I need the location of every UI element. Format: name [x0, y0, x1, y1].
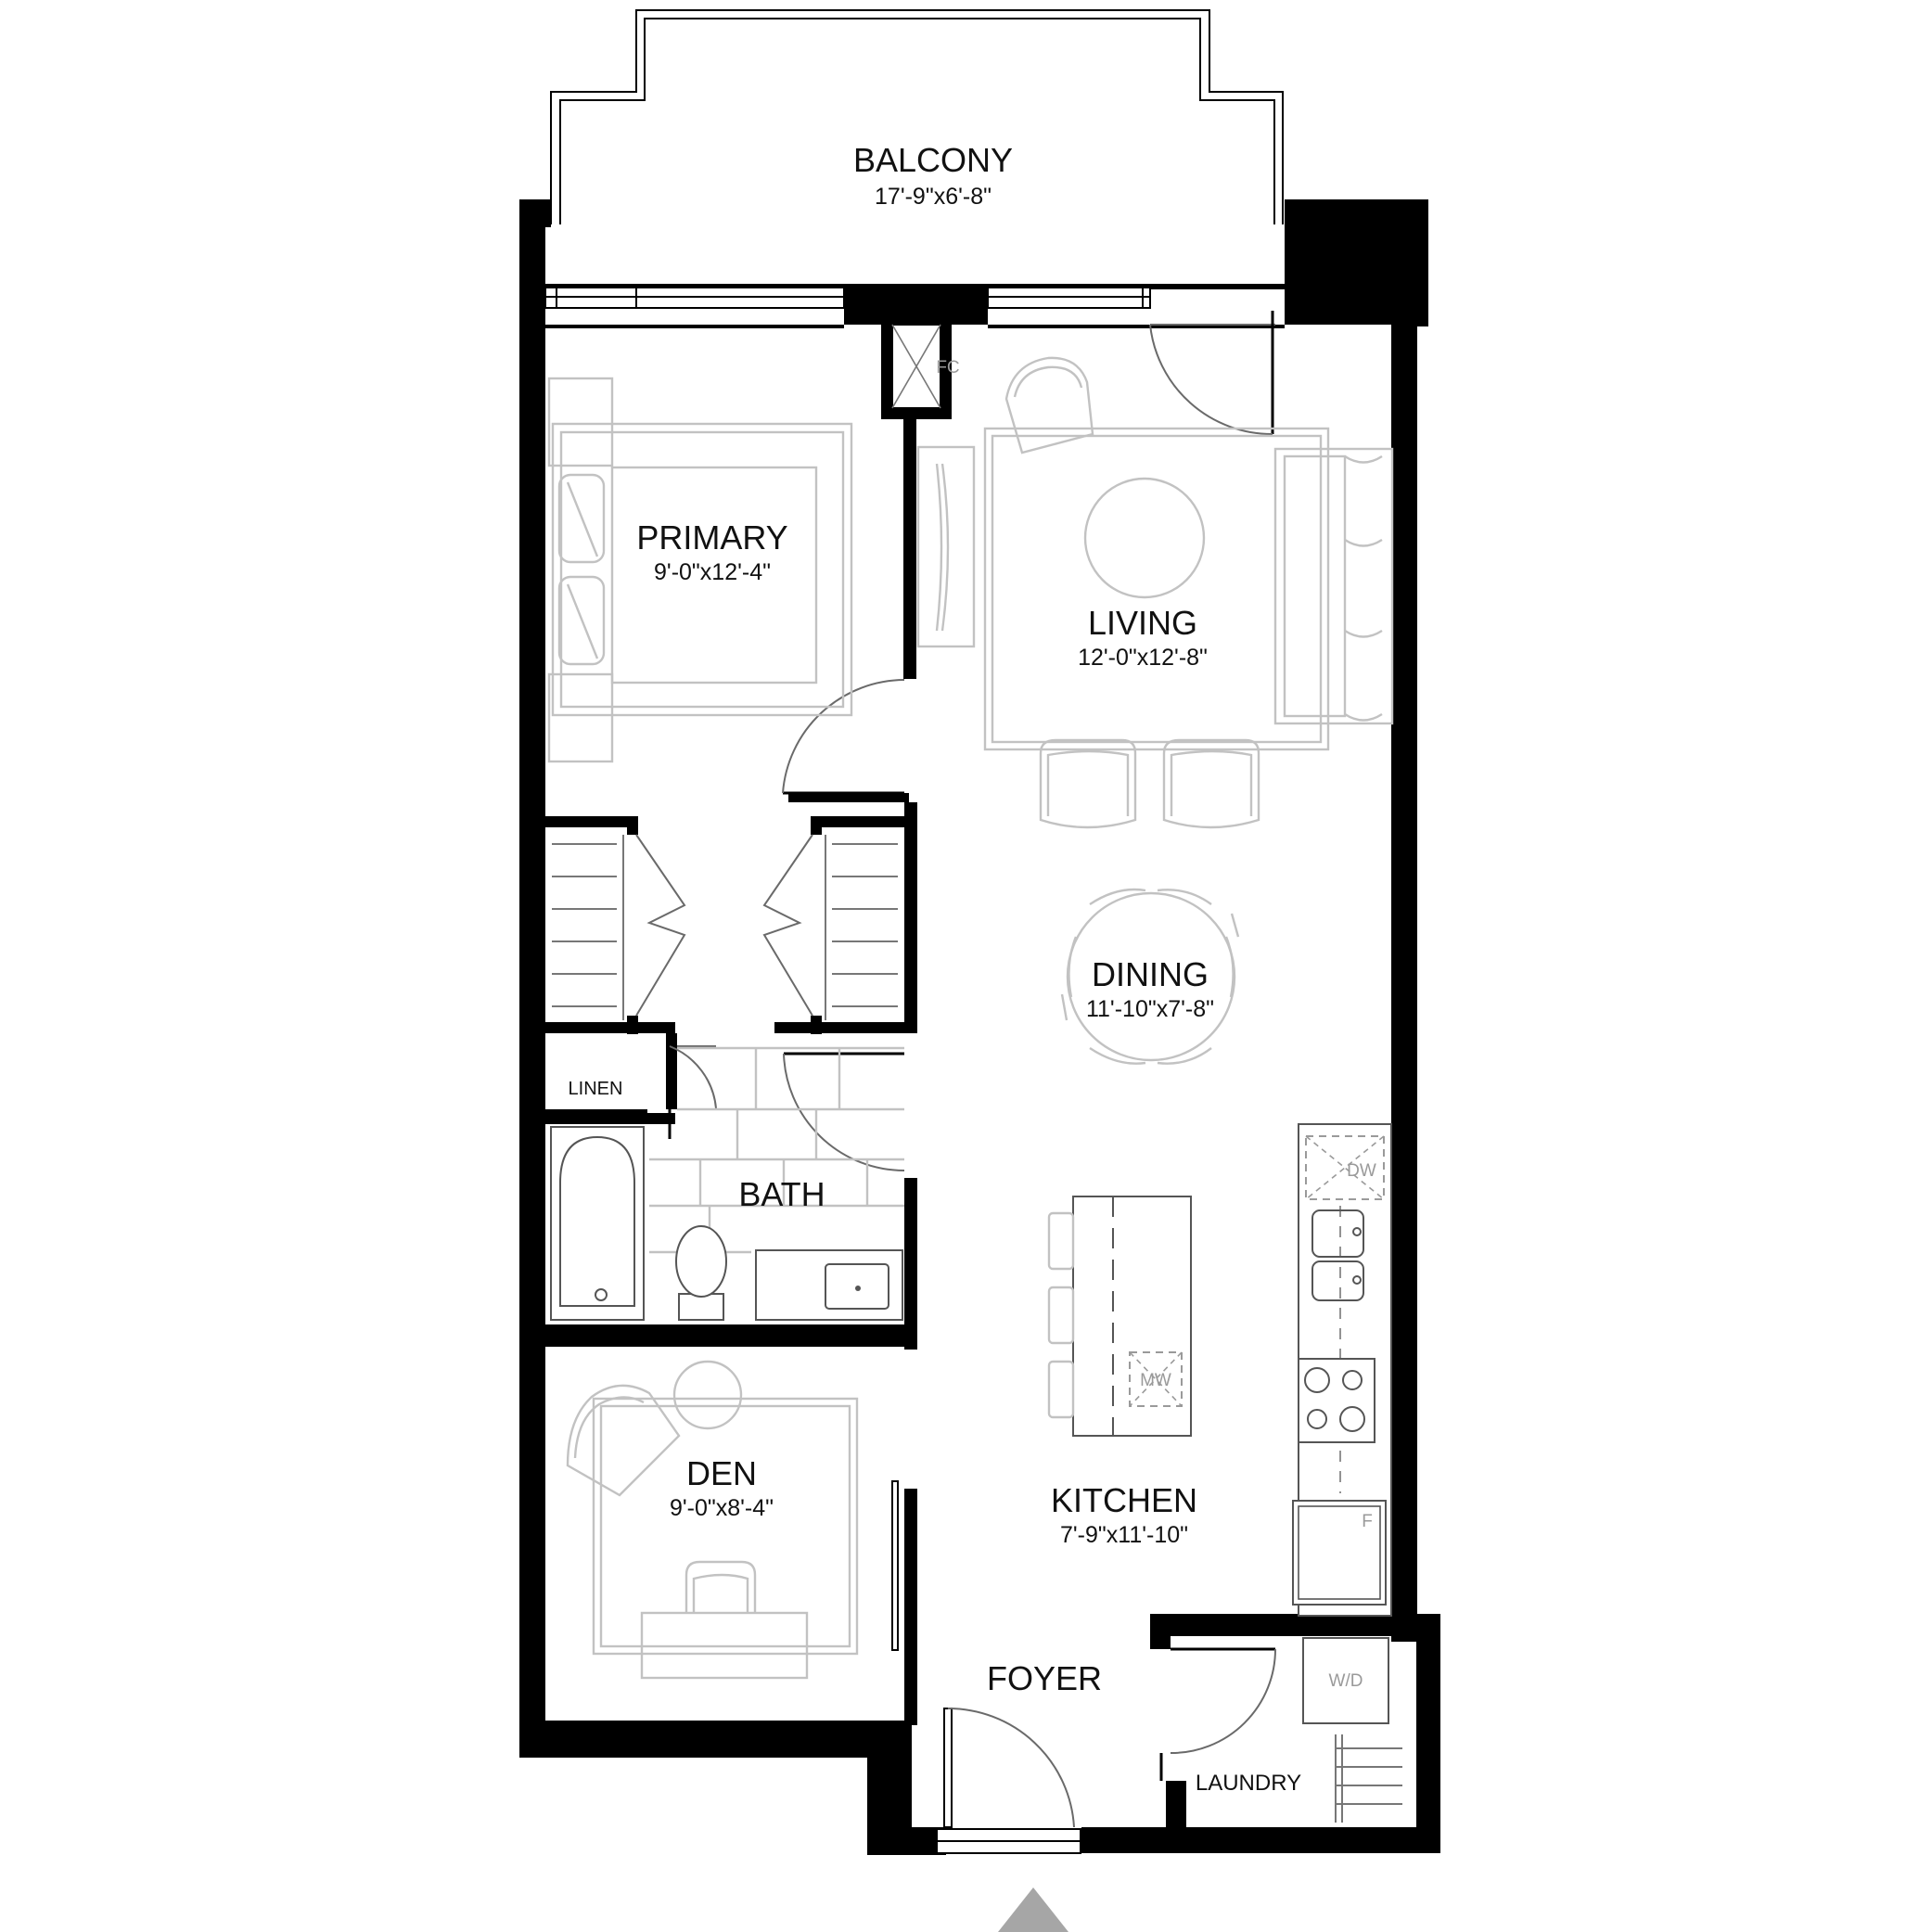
den-furniture — [566, 1360, 859, 1680]
washer-dryer-label: W/D — [1329, 1671, 1363, 1691]
balcony — [550, 9, 1284, 224]
primary-bedroom-furniture — [547, 377, 853, 763]
closets — [552, 834, 898, 1020]
kitchen-name: KITCHEN — [1051, 1481, 1197, 1519]
balcony-dims: 17'-9"x6'-8" — [875, 184, 992, 210]
fireplace-label: FC — [936, 358, 959, 377]
living-furniture — [916, 356, 1394, 829]
bath-name: BATH — [738, 1175, 825, 1213]
laundry-fixtures: W/D — [1302, 1637, 1402, 1823]
kitchen-fixtures: MW DW F — [1047, 1123, 1392, 1617]
foyer-name: FOYER — [987, 1659, 1102, 1697]
primary-dims: 9'-0"x12'-4" — [654, 559, 771, 585]
room-labels: BALCONY 17'-9"x6'-8" PRIMARY 9'-0"x12'-4… — [569, 141, 1302, 1796]
windows — [544, 287, 1151, 1854]
primary-name: PRIMARY — [636, 518, 787, 557]
balcony-name: BALCONY — [853, 141, 1013, 179]
living-dims: 12'-0"x12'-8" — [1078, 645, 1208, 671]
triangle-up-icon — [998, 1887, 1068, 1932]
microwave-label: MW — [1140, 1371, 1171, 1390]
linen-name: LINEN — [569, 1079, 623, 1099]
den-dims: 9'-0"x8'-4" — [670, 1495, 774, 1521]
fridge-label: F — [1362, 1512, 1373, 1531]
closet-hangers-right — [832, 843, 898, 1007]
dining-furniture — [1060, 888, 1240, 1065]
fireplace-chase: FC — [891, 324, 960, 409]
bath-tiles — [649, 1046, 904, 1254]
dining-name: DINING — [1092, 955, 1209, 993]
kitchen-dims: 7'-9"x11'-10" — [1060, 1522, 1188, 1548]
closet-hangers-left — [552, 843, 617, 1007]
dishwasher-label: DW — [1347, 1161, 1376, 1181]
living-name: LIVING — [1088, 604, 1197, 642]
dining-dims: 11'-10"x7'-8" — [1086, 996, 1214, 1022]
bath-fixtures — [550, 1046, 904, 1321]
doors — [668, 311, 1276, 1828]
laundry-name: LAUNDRY — [1196, 1771, 1301, 1796]
den-name: DEN — [686, 1454, 757, 1492]
